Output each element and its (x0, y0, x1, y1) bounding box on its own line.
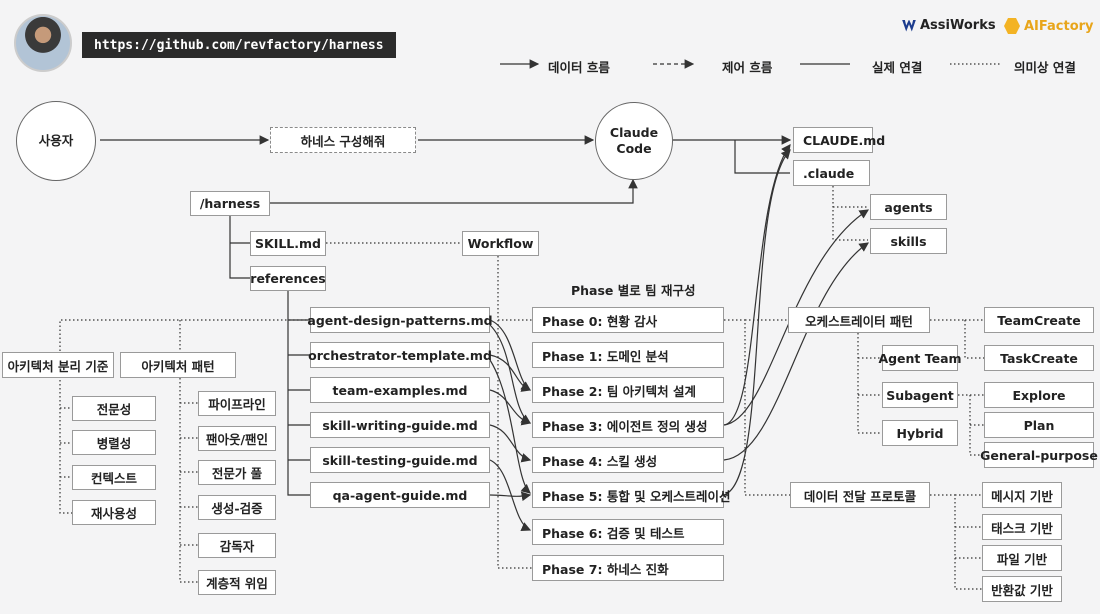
claude-md-node: CLAUDE.md (793, 127, 885, 153)
orchestrator-mode: Agent Team (878, 345, 962, 371)
aifactory-hex-icon (1004, 18, 1020, 34)
arch-criteria-item: 재사용성 (72, 500, 156, 525)
skills-node: skills (870, 228, 947, 254)
profile-avatar (14, 14, 72, 72)
legend-data-flow: 데이터 흐름 (548, 60, 610, 75)
phase-box: Phase 6: 검증 및 테스트 (532, 519, 724, 545)
protocol-title: 데이터 전달 프로토콜 (790, 482, 930, 508)
request-node: 하네스 구성해줘 (270, 127, 416, 153)
agents-node: agents (870, 194, 947, 220)
subagent-type: Explore (984, 382, 1094, 408)
repo-url[interactable]: https://github.com/revfactory/harness (82, 32, 396, 58)
arch-pattern-item: 생성-검증 (198, 495, 276, 520)
reference-doc: skill-testing-guide.md (310, 447, 490, 473)
reference-doc: skill-writing-guide.md (310, 412, 490, 438)
aifactory-logo: AIFactory (1004, 18, 1094, 34)
assiworks-mark-icon (902, 19, 916, 32)
protocol-item: 파일 기반 (982, 545, 1062, 571)
assiworks-logo-text: AssiWorks (920, 18, 996, 33)
assiworks-logo: AssiWorks (902, 18, 996, 33)
arch-criteria-title: 아키텍처 분리 기준 (2, 352, 114, 378)
arch-pattern-item: 파이프라인 (198, 391, 276, 416)
legend-control-flow: 제어 흐름 (722, 60, 773, 75)
orchestrator-title: 오케스트레이터 패턴 (788, 307, 930, 333)
orchestrator-mode: Subagent (882, 382, 958, 408)
phase-box: Phase 2: 팀 아키텍처 설계 (532, 377, 724, 403)
reference-doc: qa-agent-guide.md (310, 482, 490, 508)
phase-box: Phase 3: 에이전트 정의 생성 (532, 412, 724, 438)
arch-pattern-item: 감독자 (198, 533, 276, 558)
protocol-item: 반환값 기반 (982, 576, 1062, 602)
phase-box: Phase 0: 현황 감사 (532, 307, 724, 333)
phase-box: Phase 1: 도메인 분석 (532, 342, 724, 368)
phase-box: Phase 5: 통합 및 오케스트레이션 (532, 482, 731, 508)
arch-pattern-item: 전문가 풀 (198, 460, 276, 485)
arch-patterns-title: 아키텍처 패턴 (120, 352, 236, 378)
user-node: 사용자 (16, 101, 96, 181)
legend-real-link: 실제 연결 (872, 60, 923, 75)
subagent-type: Plan (984, 412, 1094, 438)
arch-pattern-item: 팬아웃/팬인 (198, 426, 276, 451)
team-tool: TaskCreate (984, 345, 1094, 371)
arch-criteria-item: 컨텍스트 (72, 465, 156, 490)
references-node: references (250, 266, 326, 291)
reference-doc: agent-design-patterns.md (307, 307, 493, 333)
claude-code-node: Claude Code (595, 102, 673, 180)
arch-criteria-item: 전문성 (72, 396, 156, 421)
arch-criteria-item: 병렬성 (72, 430, 156, 455)
dot-claude-node: .claude (793, 160, 870, 186)
protocol-item: 태스크 기반 (982, 514, 1062, 540)
protocol-item: 메시지 기반 (982, 482, 1062, 508)
reference-doc: orchestrator-template.md (308, 342, 492, 368)
phase-title: Phase 별로 팀 재구성 (571, 283, 696, 298)
workflow-node: Workflow (462, 231, 539, 256)
aifactory-logo-text: AIFactory (1024, 18, 1094, 34)
reference-doc: team-examples.md (310, 377, 490, 403)
orchestrator-mode: Hybrid (882, 420, 958, 446)
subagent-type: General-purpose (980, 442, 1098, 468)
skill-md-node: SKILL.md (250, 231, 326, 256)
harness-node: /harness (190, 191, 270, 216)
team-tool: TeamCreate (984, 307, 1094, 333)
phase-box: Phase 7: 하네스 진화 (532, 555, 724, 581)
arch-pattern-item: 계층적 위임 (198, 570, 276, 595)
phase-box: Phase 4: 스킬 생성 (532, 447, 724, 473)
legend-semantic-link: 의미상 연결 (1014, 60, 1076, 75)
